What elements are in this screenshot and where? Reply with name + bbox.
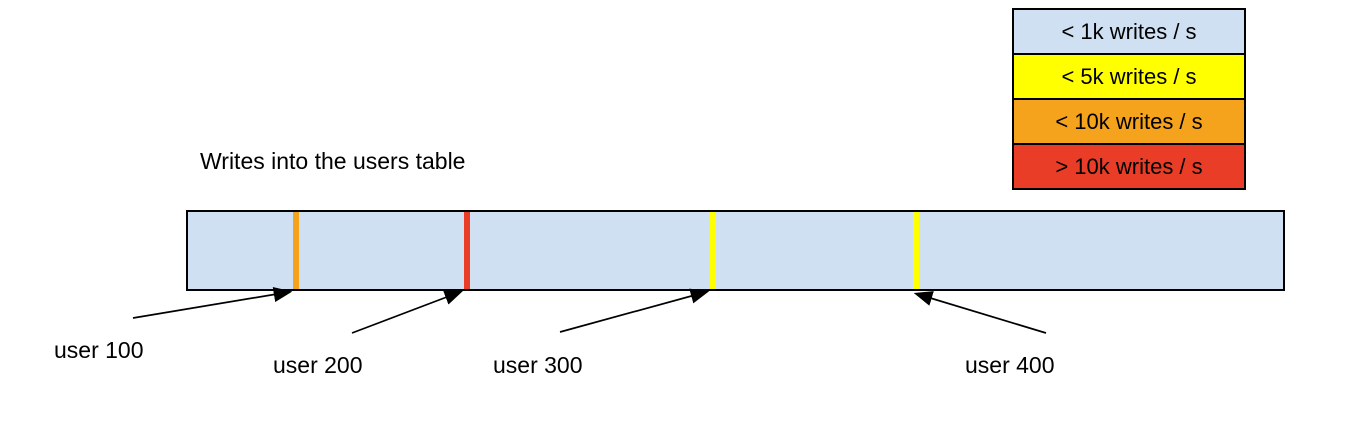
- arrow-user-300: [559, 288, 710, 333]
- arrow-user-100: [132, 286, 293, 319]
- users-table-bar: [186, 210, 1285, 291]
- arrow-user-400: [913, 291, 1047, 334]
- marker-user-300: [710, 212, 717, 289]
- arrow-user-200: [351, 290, 464, 334]
- legend: < 1k writes / s < 5k writes / s < 10k wr…: [1012, 8, 1246, 190]
- label-user-400: user 400: [965, 352, 1055, 378]
- legend-item-lt-5k: < 5k writes / s: [1012, 53, 1246, 100]
- marker-user-400: [912, 212, 919, 289]
- marker-user-200: [463, 212, 470, 289]
- legend-item-lt-1k: < 1k writes / s: [1012, 8, 1246, 55]
- label-user-200: user 200: [273, 352, 363, 378]
- legend-item-lt-10k: < 10k writes / s: [1012, 98, 1246, 145]
- legend-item-gt-10k: > 10k writes / s: [1012, 143, 1246, 190]
- diagram-title: Writes into the users table: [200, 148, 466, 174]
- label-user-300: user 300: [493, 352, 583, 378]
- marker-user-100: [293, 212, 300, 289]
- label-user-100: user 100: [54, 337, 144, 363]
